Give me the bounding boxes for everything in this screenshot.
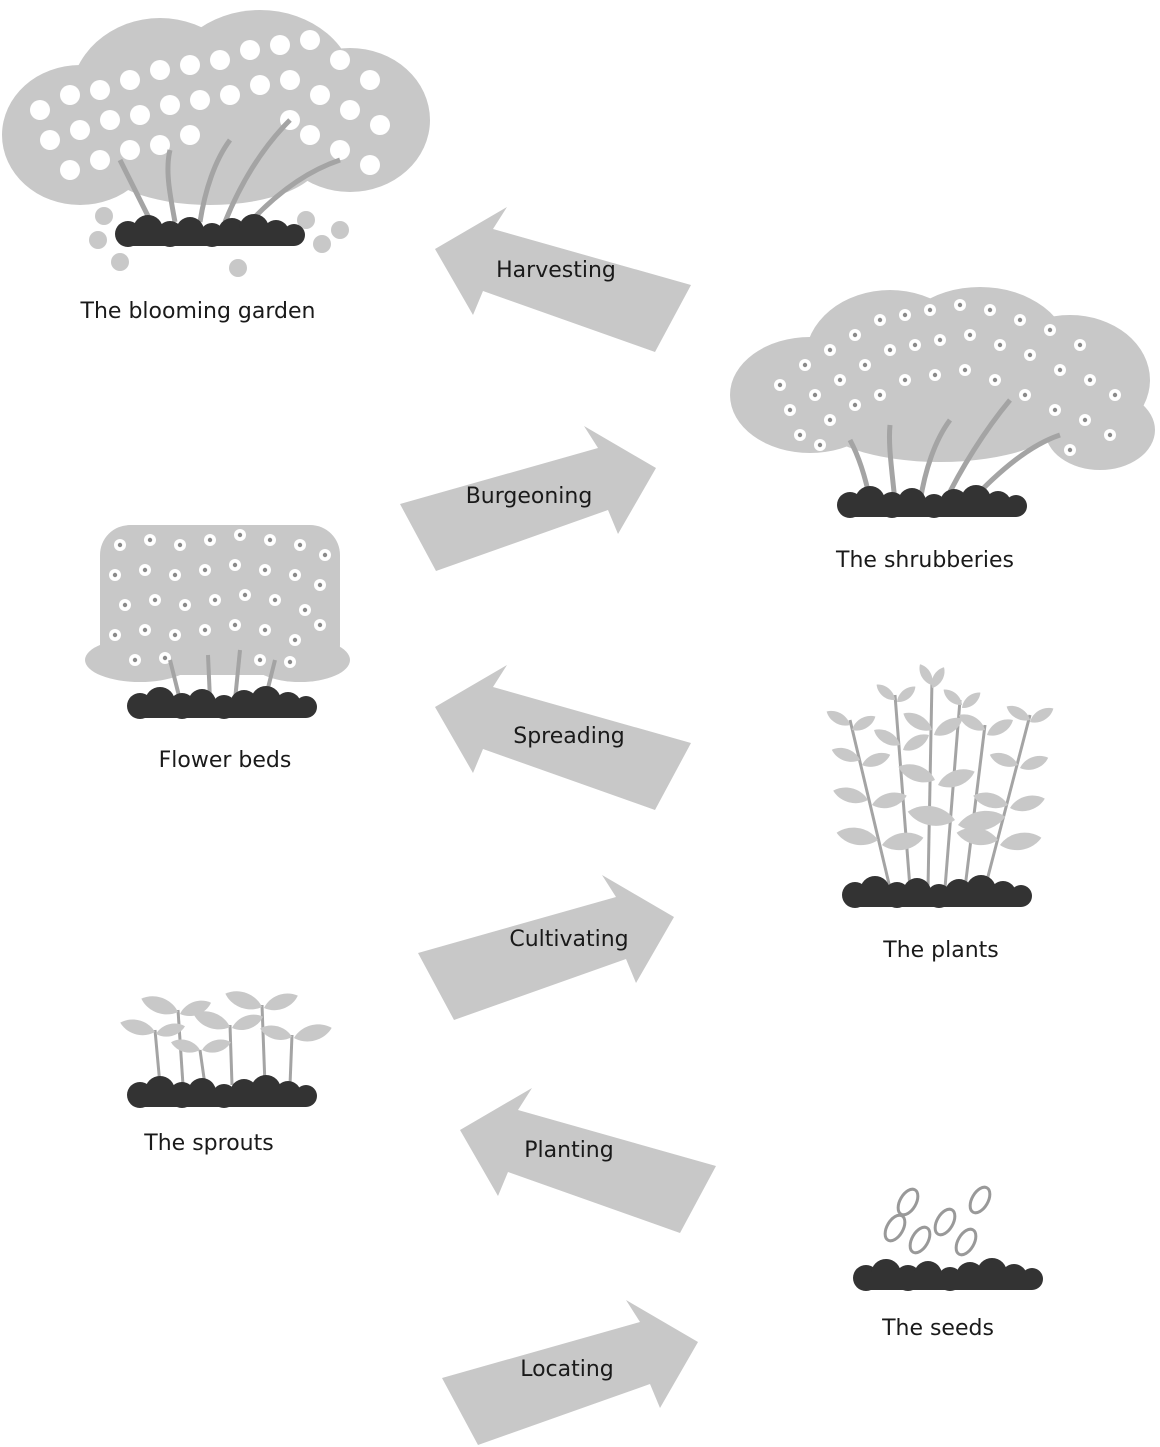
flower-beds-illustration (85, 525, 350, 719)
plants-illustration (823, 661, 1057, 908)
stage-label-plants: The plants (882, 938, 999, 963)
seeds-illustration (853, 1185, 1043, 1291)
arrow-label-planting: Planting (524, 1138, 613, 1163)
arrow-label-harvesting: Harvesting (496, 258, 616, 283)
stage-label-blooming-garden: The blooming garden (80, 299, 316, 324)
arrow-burgeoning: Burgeoning (400, 426, 656, 571)
stage-label-shrubberies: The shrubberies (835, 548, 1014, 573)
arrow-cultivating: Cultivating (418, 875, 674, 1020)
arrow-harvesting: Harvesting (435, 207, 691, 352)
stage-label-flower-beds: Flower beds (159, 748, 292, 773)
shrubberies-illustration (730, 287, 1155, 518)
arrow-label-cultivating: Cultivating (509, 927, 628, 952)
arrow-label-locating: Locating (520, 1357, 614, 1382)
arrow-label-spreading: Spreading (513, 724, 625, 749)
arrow-planting: Planting (460, 1088, 716, 1233)
arrow-locating: Locating (442, 1300, 698, 1445)
stage-label-seeds: The seeds (881, 1316, 994, 1341)
blooming-garden-illustration (2, 10, 430, 277)
arrow-spreading: Spreading (435, 665, 691, 810)
arrow-label-burgeoning: Burgeoning (466, 484, 593, 509)
sprouts-illustration (118, 986, 334, 1108)
stage-label-sprouts: The sprouts (143, 1131, 273, 1156)
